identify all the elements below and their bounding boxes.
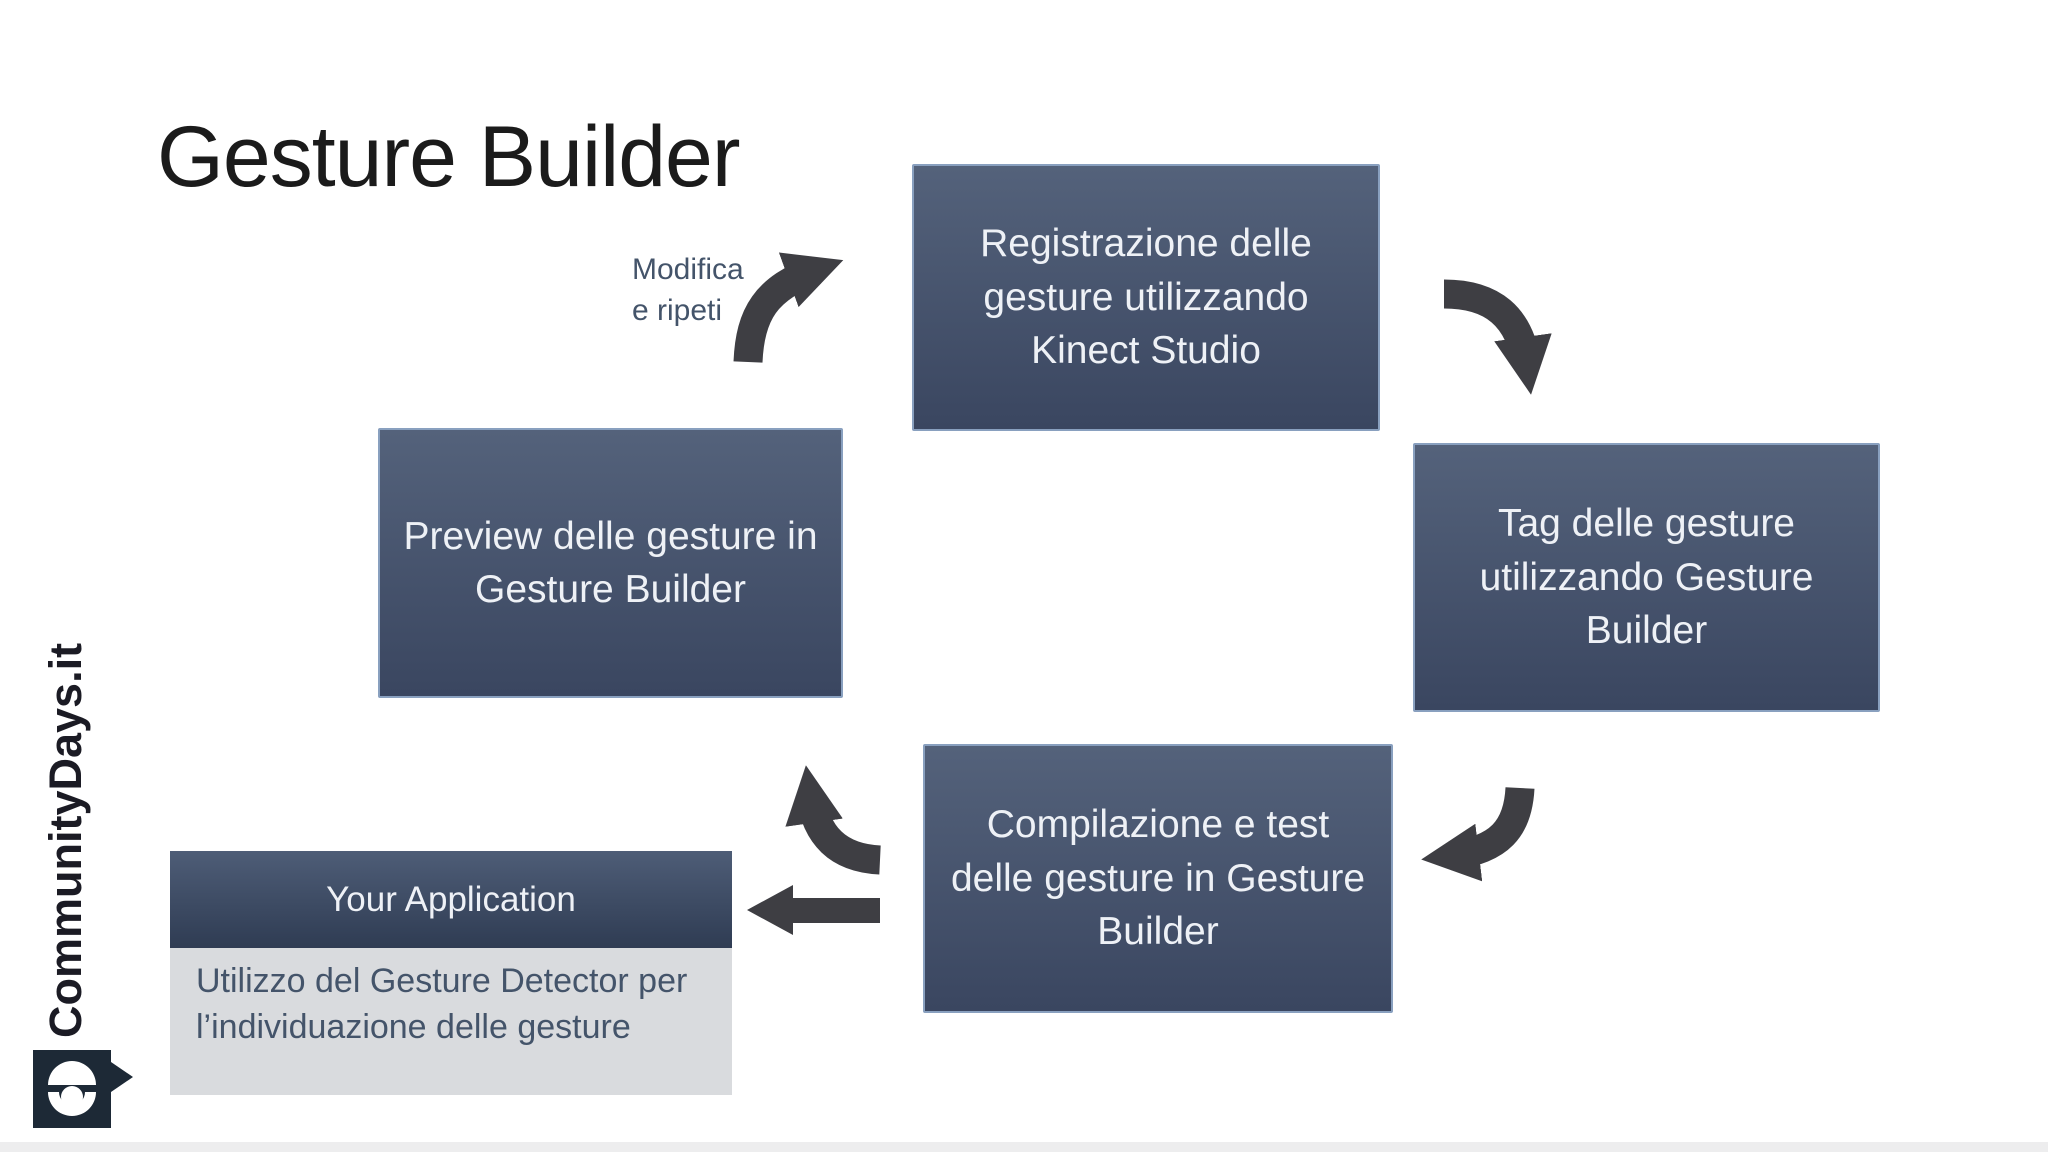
step-label-tag: Tag delle gesture utilizzando Gesture Bu… (1479, 502, 1814, 653)
branding-site-label: CommunityDays.it (40, 642, 91, 1038)
straight-arrow-left-icon (745, 883, 882, 937)
curved-arrow-up-right-icon (724, 244, 844, 369)
step-label-registrazione: Registrazione delle gesture utilizzando … (980, 222, 1312, 373)
communitydays-logo-icon (33, 1050, 133, 1151)
application-box: Your Application Utilizzo del Gesture De… (170, 851, 732, 1095)
curved-arrow-up-left-icon (776, 765, 886, 882)
step-label-preview: Preview delle gesture in Gesture Builder (403, 514, 818, 611)
step-box-registrazione: Registrazione delle gesture utilizzando … (912, 164, 1380, 431)
loop-repeat-label: Modifica e ripeti (632, 253, 744, 327)
bottom-strip (0, 1142, 2048, 1152)
step-label-compilazione: Compilazione e test delle gesture in Ges… (950, 803, 1366, 954)
step-box-tag: Tag delle gesture utilizzando Gesture Bu… (1413, 443, 1880, 712)
curved-arrow-down-left-icon (1421, 778, 1535, 882)
curved-arrow-down-right-icon (1432, 270, 1552, 395)
step-box-compilazione: Compilazione e test delle gesture in Ges… (923, 744, 1393, 1013)
application-header: Your Application (170, 851, 732, 948)
application-title: Your Application (326, 879, 576, 919)
application-description: Utilizzo del Gesture Detector per l’indi… (170, 948, 732, 1095)
step-box-preview: Preview delle gesture in Gesture Builder (378, 428, 843, 698)
page-title: Gesture Builder (157, 109, 741, 205)
